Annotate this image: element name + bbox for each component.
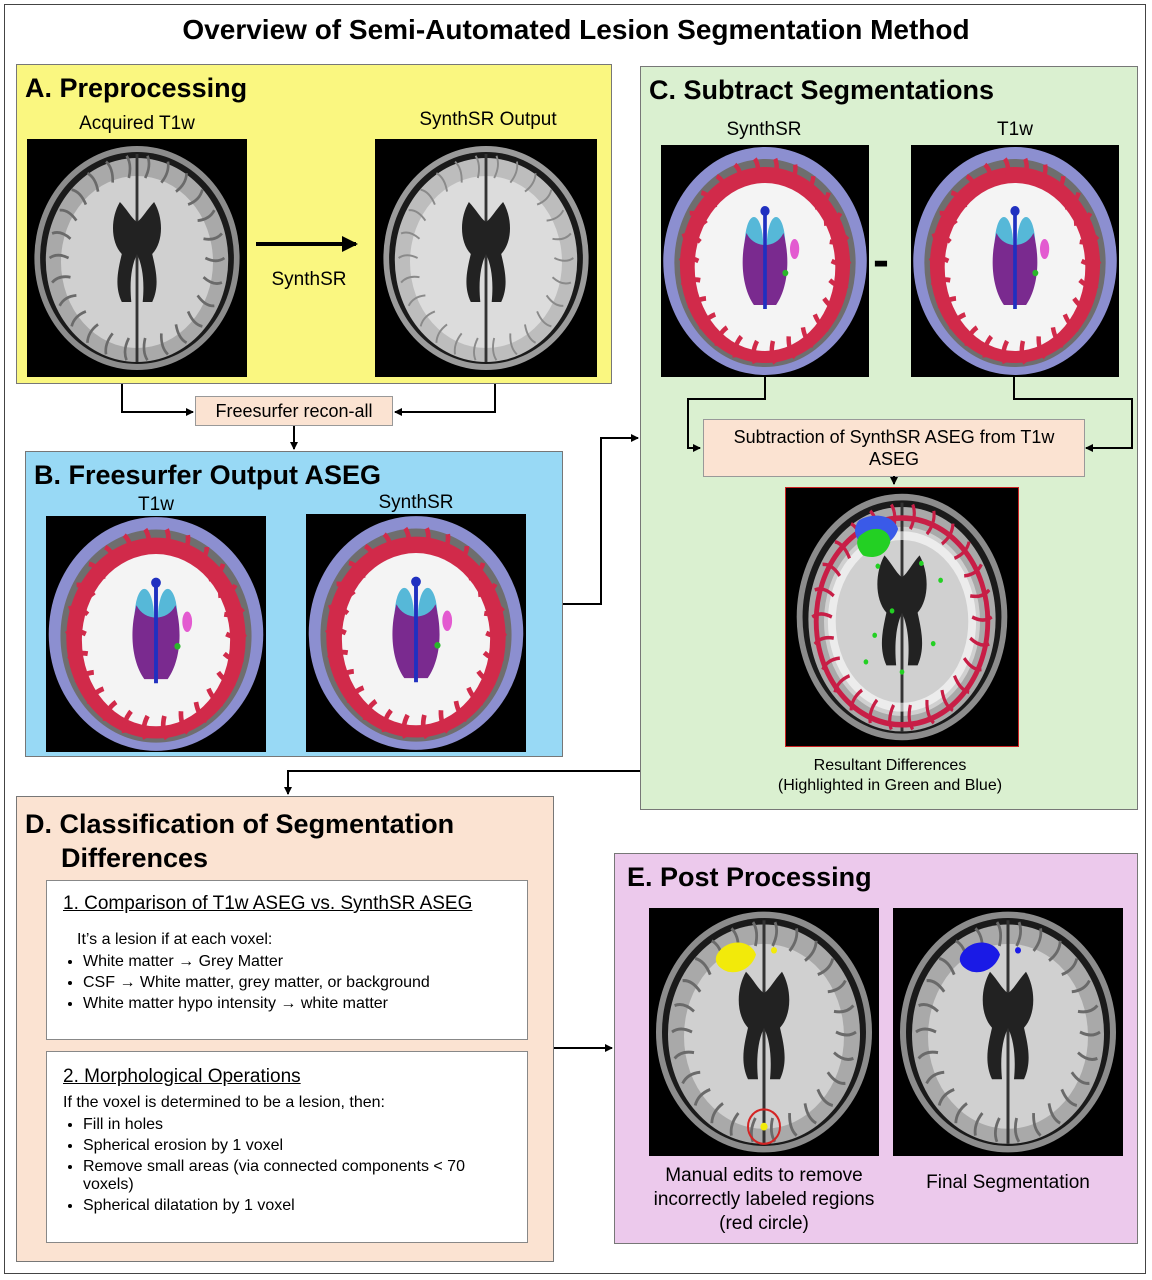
connector-b-to-c: [563, 434, 639, 605]
morphological-item: Spherical dilatation by 1 voxel: [83, 1197, 483, 1215]
manual-edits-image: [649, 908, 879, 1156]
comparison-list: White matter → Grey Matter CSF → White m…: [63, 953, 511, 1013]
aseg-t1w-label: T1w: [138, 494, 174, 515]
panel-a-preprocessing: A. Preprocessing Acquired T1w SynthSR Ou…: [16, 64, 612, 384]
morphological-box: 2. Morphological Operations If the voxel…: [46, 1051, 528, 1243]
panel-c-subtract: C. Subtract Segmentations SynthSR T1w - …: [640, 66, 1138, 810]
synthsr-output-image: [375, 139, 597, 377]
subtract-synthsr-brain: [663, 147, 867, 375]
subtract-t1w-image: [911, 145, 1119, 377]
final-segmentation-image: [893, 908, 1123, 1156]
final-segmentation-caption: Final Segmentation: [926, 1172, 1090, 1193]
panel-b-freesurfer-output: B. Freesurfer Output ASEG T1w SynthSR: [25, 451, 563, 757]
panel-c-heading: C. Subtract Segmentations: [649, 75, 995, 105]
aseg-synthsr-image: [306, 514, 526, 752]
comparison-item: White matter hypo intensity → white matt…: [83, 995, 511, 1013]
mri-t1-brain: [34, 146, 240, 370]
aseg-synthsr-label: SynthSR: [378, 492, 454, 513]
comparison-title: 1. Comparison of T1w ASEG vs. SynthSR AS…: [63, 893, 473, 914]
result-caption-1: Resultant Differences: [813, 757, 967, 774]
connector-c-right-to-subtract: [1013, 376, 1133, 452]
morphological-item: Remove small areas (via connected compon…: [83, 1158, 483, 1194]
connector-c-left-to-subtract: [687, 376, 766, 452]
mri-synthsr-brain: [383, 146, 589, 370]
morphological-item: Spherical erosion by 1 voxel: [83, 1137, 483, 1155]
morphological-list: Fill in holes Spherical erosion by 1 vox…: [63, 1116, 483, 1215]
figure-title: Overview of Semi-Automated Lesion Segmen…: [182, 14, 970, 45]
morphological-item: Fill in holes: [83, 1116, 483, 1134]
acquired-t1w-image: [27, 139, 247, 377]
aseg-t1w-image: [46, 516, 266, 752]
aseg-synthsr-brain: [308, 516, 524, 750]
subtraction-box: Subtraction of SynthSR ASEG from T1w ASE…: [703, 419, 1085, 477]
subtract-t1w-label: T1w: [997, 119, 1033, 140]
freesurfer-recon-all-label: Freesurfer recon-all: [215, 401, 373, 421]
comparison-item: CSF → White matter, grey matter, or back…: [83, 974, 511, 992]
panel-b-heading: B. Freesurfer Output ASEG: [34, 460, 382, 490]
result-caption-2: (Highlighted in Green and Blue): [777, 777, 1003, 794]
figure-frame: [4, 4, 1146, 1274]
resultant-differences-image: [785, 487, 1019, 747]
comparison-box: 1. Comparison of T1w ASEG vs. SynthSR AS…: [46, 880, 528, 1040]
connector-c-to-d: [284, 770, 640, 795]
synthsr-arrow-label: SynthSR: [271, 269, 347, 290]
aseg-t1w-brain: [48, 517, 264, 751]
panel-e-heading: E. Post Processing: [627, 862, 872, 892]
panel-a-heading: A. Preprocessing: [25, 73, 248, 103]
subtraction-label: Subtraction of SynthSR ASEG from T1w ASE…: [733, 427, 1055, 469]
subtract-synthsr-image: [661, 145, 869, 377]
final-segmentation-brain: [900, 911, 1116, 1153]
manual-edits-caption: Manual edits to remove incorrectly label…: [653, 1165, 875, 1234]
panel-d-heading-line2: Differences: [61, 843, 209, 873]
morphological-intro: If the voxel is determined to be a lesio…: [63, 1094, 385, 1111]
minus-sign: -: [873, 234, 889, 287]
synthsr-output-label: SynthSR Output: [419, 109, 557, 130]
comparison-intro: It’s a lesion if at each voxel:: [77, 931, 273, 948]
morphological-title: 2. Morphological Operations: [63, 1066, 301, 1087]
connector-a-right-to-recon: [394, 384, 496, 416]
connector-a-left-to-recon: [121, 384, 194, 416]
freesurfer-recon-all-box: Freesurfer recon-all: [195, 396, 393, 426]
manual-edits-brain: [656, 911, 872, 1153]
resultant-differences-brain: [796, 493, 1008, 741]
panel-d-heading-line1: D. Classification of Segmentation: [25, 809, 455, 839]
panel-e-post-processing: E. Post Processing Manual edits to remov…: [614, 853, 1138, 1244]
comparison-item: White matter → Grey Matter: [83, 953, 511, 971]
panel-d-classification: D. Classification of Segmentation Differ…: [16, 796, 554, 1262]
acquired-t1w-label: Acquired T1w: [79, 113, 195, 134]
subtract-synthsr-label: SynthSR: [726, 119, 802, 140]
subtract-t1w-brain: [913, 147, 1117, 375]
